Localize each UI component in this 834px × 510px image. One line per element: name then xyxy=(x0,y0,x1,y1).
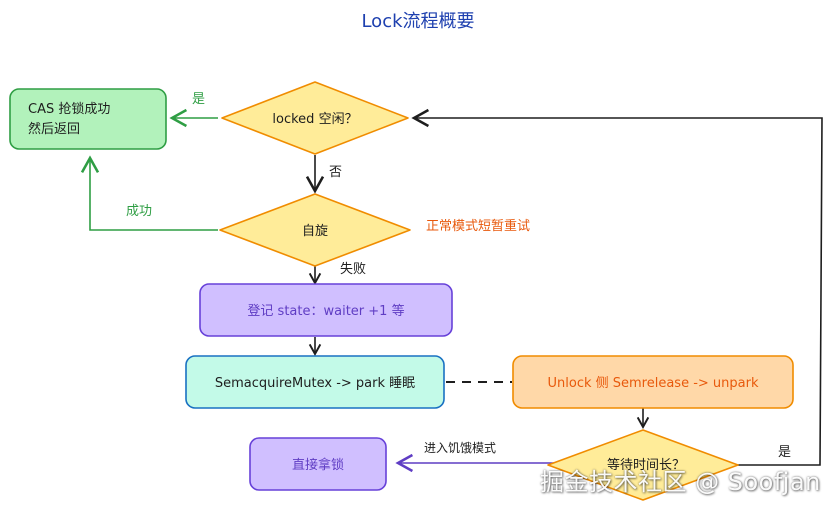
node-unlock-side-label: Unlock 侧 Semrelease -> unpark xyxy=(548,376,759,391)
node-locked-free-label: locked 空闲？ xyxy=(272,112,357,127)
edge-success-to-cas xyxy=(80,155,218,231)
node-take-lock: 直接拿锁 xyxy=(249,437,387,491)
node-unlock-side: Unlock 侧 Semrelease -> unpark xyxy=(512,355,794,409)
label-fail: 失败 xyxy=(340,262,366,277)
node-cas-success: CAS 抢锁成功 然后返回 xyxy=(9,88,167,150)
node-take-lock-label: 直接拿锁 xyxy=(292,457,344,473)
label-normal-mode-retry: 正常模式短暂重试 xyxy=(426,218,530,234)
node-wait-too-long: 等待时间长？ xyxy=(547,429,739,501)
node-wait-too-long-label: 等待时间长？ xyxy=(607,457,685,473)
edge-yes-loop-back xyxy=(411,108,823,466)
label-yes-right: 是 xyxy=(778,445,791,460)
label-no: 否 xyxy=(329,165,342,180)
label-yes-top: 是 xyxy=(192,92,205,107)
node-cas-success-line1: CAS 抢锁成功 xyxy=(28,101,110,117)
diagram-title: Lock流程概要 xyxy=(361,11,474,32)
node-cas-success-line2: 然后返回 xyxy=(28,121,80,137)
node-semacquire: SemacquireMutex -> park 睡眠 xyxy=(185,355,445,409)
node-register-state: 登记 state：waiter +1 等 xyxy=(199,283,453,337)
node-locked-free: locked 空闲？ xyxy=(221,81,409,155)
watermark: 掘金技术社区 @ Soofjan xyxy=(540,468,821,496)
node-register-state-label: 登记 state：waiter +1 等 xyxy=(247,303,404,319)
node-spin: 自旋 xyxy=(219,193,411,267)
label-starvation-mode: 进入饥饿模式 xyxy=(424,441,496,455)
label-success: 成功 xyxy=(126,204,152,219)
node-semacquire-label: SemacquireMutex -> park 睡眠 xyxy=(215,376,415,391)
node-spin-label: 自旋 xyxy=(302,224,328,239)
